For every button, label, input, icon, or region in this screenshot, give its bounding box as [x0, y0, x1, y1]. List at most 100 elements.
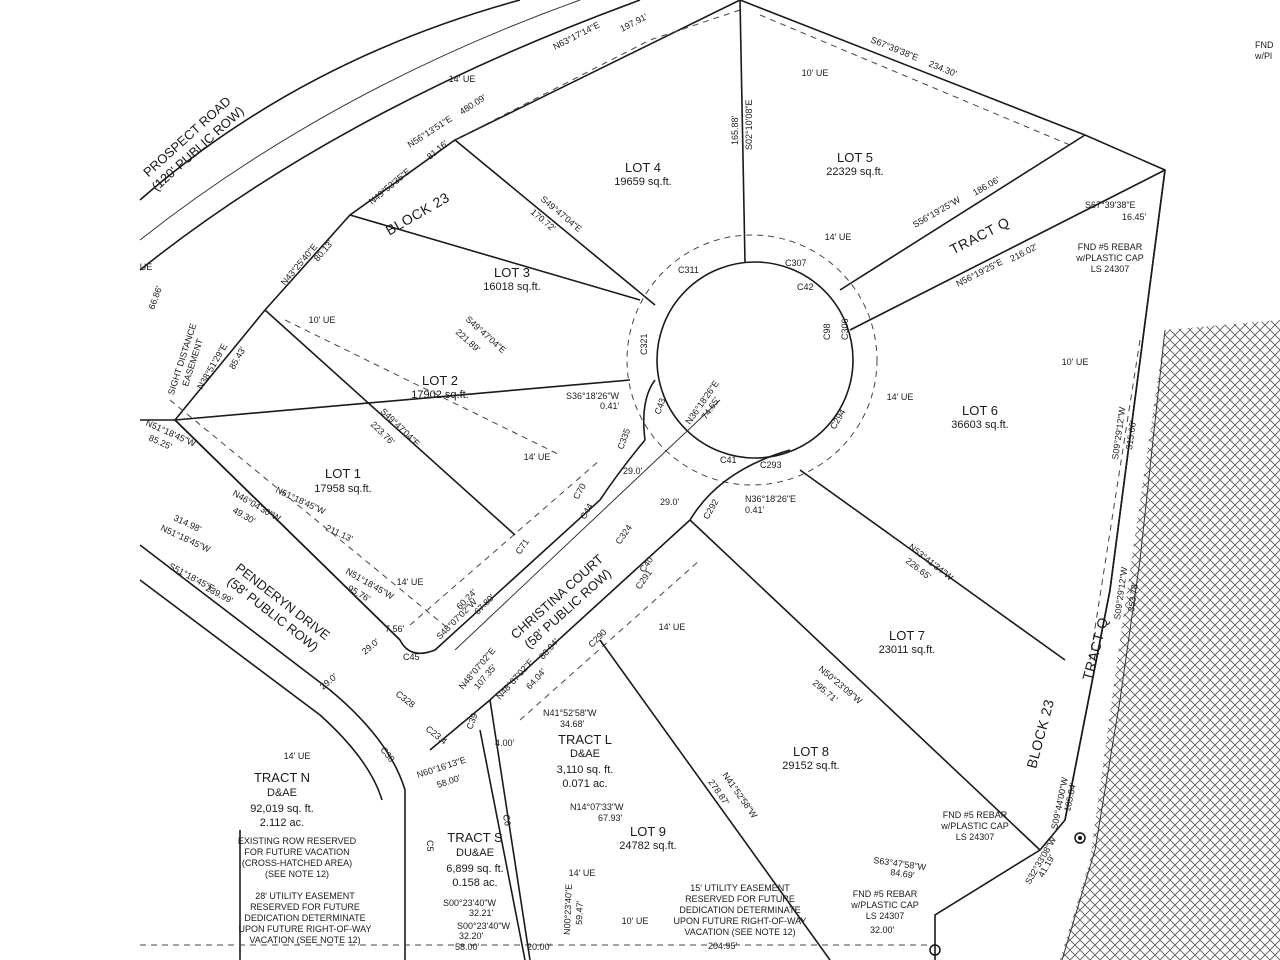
svg-text:3,110 sq. ft.: 3,110 sq. ft. — [557, 764, 614, 776]
svg-text:LOT 6: LOT 6 — [962, 403, 998, 418]
svg-text:w/PLASTIC CAP: w/PLASTIC CAP — [1075, 253, 1144, 263]
monument-marker — [1074, 832, 1086, 844]
svg-text:TRACT S: TRACT S — [447, 830, 503, 845]
svg-text:67.93': 67.93' — [598, 813, 623, 823]
svg-text:N49°53'35"E: N49°53'35"E — [367, 166, 413, 206]
svg-text:S67°39'38"E: S67°39'38"E — [1085, 200, 1136, 210]
svg-text:S67°39'38"E: S67°39'38"E — [869, 35, 920, 63]
svg-text:LS 24307: LS 24307 — [956, 832, 995, 842]
svg-text:14' UE: 14' UE — [449, 74, 476, 84]
svg-text:LOT 7: LOT 7 — [889, 628, 925, 643]
svg-text:N43°25'40"E: N43°25'40"E — [279, 242, 319, 288]
svg-text:15' UTILITY EASEMENT: 15' UTILITY EASEMENT — [690, 883, 790, 893]
svg-text:UPON FUTURE RIGHT-OF-WAY: UPON FUTURE RIGHT-OF-WAY — [674, 916, 807, 926]
svg-text:C291: C291 — [633, 568, 654, 591]
svg-text:LOT 9: LOT 9 — [630, 824, 666, 839]
svg-text:10' UE: 10' UE — [622, 916, 649, 926]
svg-text:14' UE: 14' UE — [284, 751, 311, 761]
note-rebar-b: FND #5 REBAR w/PLASTIC CAP LS 24307 — [940, 810, 1009, 842]
svg-text:29152 sq.ft.: 29152 sq.ft. — [782, 760, 840, 772]
svg-text:FND #5 REBAR: FND #5 REBAR — [1078, 242, 1143, 252]
svg-text:211.13': 211.13' — [324, 523, 354, 544]
svg-text:FND #5 REBAR: FND #5 REBAR — [943, 810, 1008, 820]
svg-text:29.0': 29.0' — [660, 497, 680, 507]
svg-text:0.41': 0.41' — [600, 401, 620, 411]
svg-text:186.06': 186.06' — [971, 174, 1002, 197]
svg-text:C44: C44 — [578, 502, 595, 521]
svg-text:C39: C39 — [464, 712, 479, 731]
prospect-road-label: PROSPECT ROAD(120' PUBLIC ROW) — [138, 91, 247, 194]
svg-text:C311: C311 — [678, 265, 699, 275]
svg-text:FOR FUTURE VACATION: FOR FUTURE VACATION — [244, 847, 349, 857]
penderyn-drive-label: PENDERYN DRIVE(58' PUBLIC ROW) — [223, 560, 333, 656]
svg-text:10' UE: 10' UE — [802, 68, 829, 78]
lot-lines — [169, 0, 1166, 960]
svg-text:29.0': 29.0' — [360, 636, 381, 656]
svg-text:VACATION (SEE NOTE 12): VACATION (SEE NOTE 12) — [684, 927, 795, 937]
svg-text:D&AE: D&AE — [267, 787, 297, 799]
svg-text:S09°29'12"W: S09°29'12"W — [1110, 406, 1127, 460]
svg-text:LS 24307: LS 24307 — [1091, 264, 1130, 274]
svg-text:84.69': 84.69' — [890, 867, 916, 880]
svg-text:36603 sq.ft.: 36603 sq.ft. — [951, 419, 1009, 431]
svg-text:C23.4: C23.4 — [424, 724, 449, 747]
svg-text:S00°23'40"W: S00°23'40"W — [457, 921, 511, 931]
svg-text:VACATION (SEE NOTE 12): VACATION (SEE NOTE 12) — [249, 935, 360, 945]
svg-text:315.06': 315.06' — [1124, 420, 1138, 451]
svg-text:S36°18'26"W: S36°18'26"W — [566, 391, 620, 401]
svg-text:20.00': 20.00' — [527, 942, 552, 952]
svg-text:S56°19'25"W: S56°19'25"W — [911, 194, 962, 229]
svg-text:2.112 ac.: 2.112 ac. — [260, 817, 304, 829]
svg-text:FND: FND — [1255, 40, 1274, 50]
note-rebar-a: FND #5 REBAR w/PLASTIC CAP LS 24307 — [1075, 242, 1144, 274]
svg-text:14' UE: 14' UE — [825, 232, 852, 242]
svg-text:C45: C45 — [403, 652, 420, 662]
svg-text:14' UE: 14' UE — [569, 868, 596, 878]
svg-text:16.45': 16.45' — [1122, 212, 1147, 222]
svg-text:(SEE NOTE 12): (SEE NOTE 12) — [265, 869, 329, 879]
svg-text:C6: C6 — [501, 814, 513, 827]
svg-text:C293: C293 — [760, 460, 782, 470]
tract-q-lower-label: TRACT Q — [1079, 615, 1111, 682]
svg-text:LOT 2: LOT 2 — [422, 373, 458, 388]
svg-text:UE: UE — [140, 262, 153, 272]
row-hatch-edge — [1061, 329, 1166, 960]
svg-text:34.68': 34.68' — [560, 719, 585, 729]
tract-l-label: TRACT L D&AE 3,110 sq. ft. 0.071 ac. — [557, 732, 614, 790]
svg-text:C335: C335 — [615, 427, 632, 451]
svg-text:0.41': 0.41' — [745, 505, 765, 515]
svg-text:LOT 5: LOT 5 — [837, 150, 873, 165]
svg-text:EXISTING ROW RESERVED: EXISTING ROW RESERVED — [238, 836, 357, 846]
svg-text:353.78': 353.78' — [1126, 582, 1140, 613]
penderyn-drive-lines — [139, 419, 406, 960]
svg-text:w/PLASTIC CAP: w/PLASTIC CAP — [850, 900, 919, 910]
svg-text:C307: C307 — [785, 258, 807, 268]
svg-text:66.86': 66.86' — [146, 284, 164, 310]
svg-text:DEDICATION DETERMINATE: DEDICATION DETERMINATE — [679, 905, 800, 915]
svg-text:197.91': 197.91' — [618, 11, 649, 33]
tract-n-label: TRACT N D&AE 92,019 sq. ft. 2.112 ac. — [250, 770, 314, 829]
svg-text:TRACT N: TRACT N — [254, 770, 310, 785]
svg-text:RESERVED FOR FUTURE: RESERVED FOR FUTURE — [250, 902, 360, 912]
svg-text:S00°23'40"W: S00°23'40"W — [443, 898, 497, 908]
svg-text:22329 sq.ft.: 22329 sq.ft. — [826, 166, 884, 178]
svg-text:6,899 sq. ft.: 6,899 sq. ft. — [446, 863, 503, 875]
svg-text:81.16': 81.16' — [425, 138, 450, 161]
block-label-upper: BLOCK 23 — [383, 189, 452, 238]
svg-text:D&AE: D&AE — [570, 748, 600, 760]
svg-text:14' UE: 14' UE — [397, 577, 424, 587]
svg-text:204.95': 204.95' — [708, 941, 738, 951]
tract-q-lines — [1064, 169, 1166, 821]
svg-text:N41°52'58"W: N41°52'58"W — [543, 708, 597, 718]
monument-marker — [1078, 836, 1082, 840]
svg-text:23011 sq.ft.: 23011 sq.ft. — [879, 644, 936, 656]
svg-text:16018 sq.ft.: 16018 sq.ft. — [483, 281, 541, 293]
svg-text:C43: C43 — [652, 397, 667, 416]
svg-text:C5: C5 — [425, 840, 435, 852]
svg-text:FND #5 REBAR: FND #5 REBAR — [853, 889, 918, 899]
svg-text:w/PLASTIC CAP: w/PLASTIC CAP — [940, 821, 1009, 831]
svg-text:17958 sq.ft.: 17958 sq.ft. — [314, 483, 372, 495]
svg-text:TRACT L: TRACT L — [558, 732, 612, 747]
note-existing-row: EXISTING ROW RESERVED FOR FUTURE VACATIO… — [238, 836, 357, 879]
